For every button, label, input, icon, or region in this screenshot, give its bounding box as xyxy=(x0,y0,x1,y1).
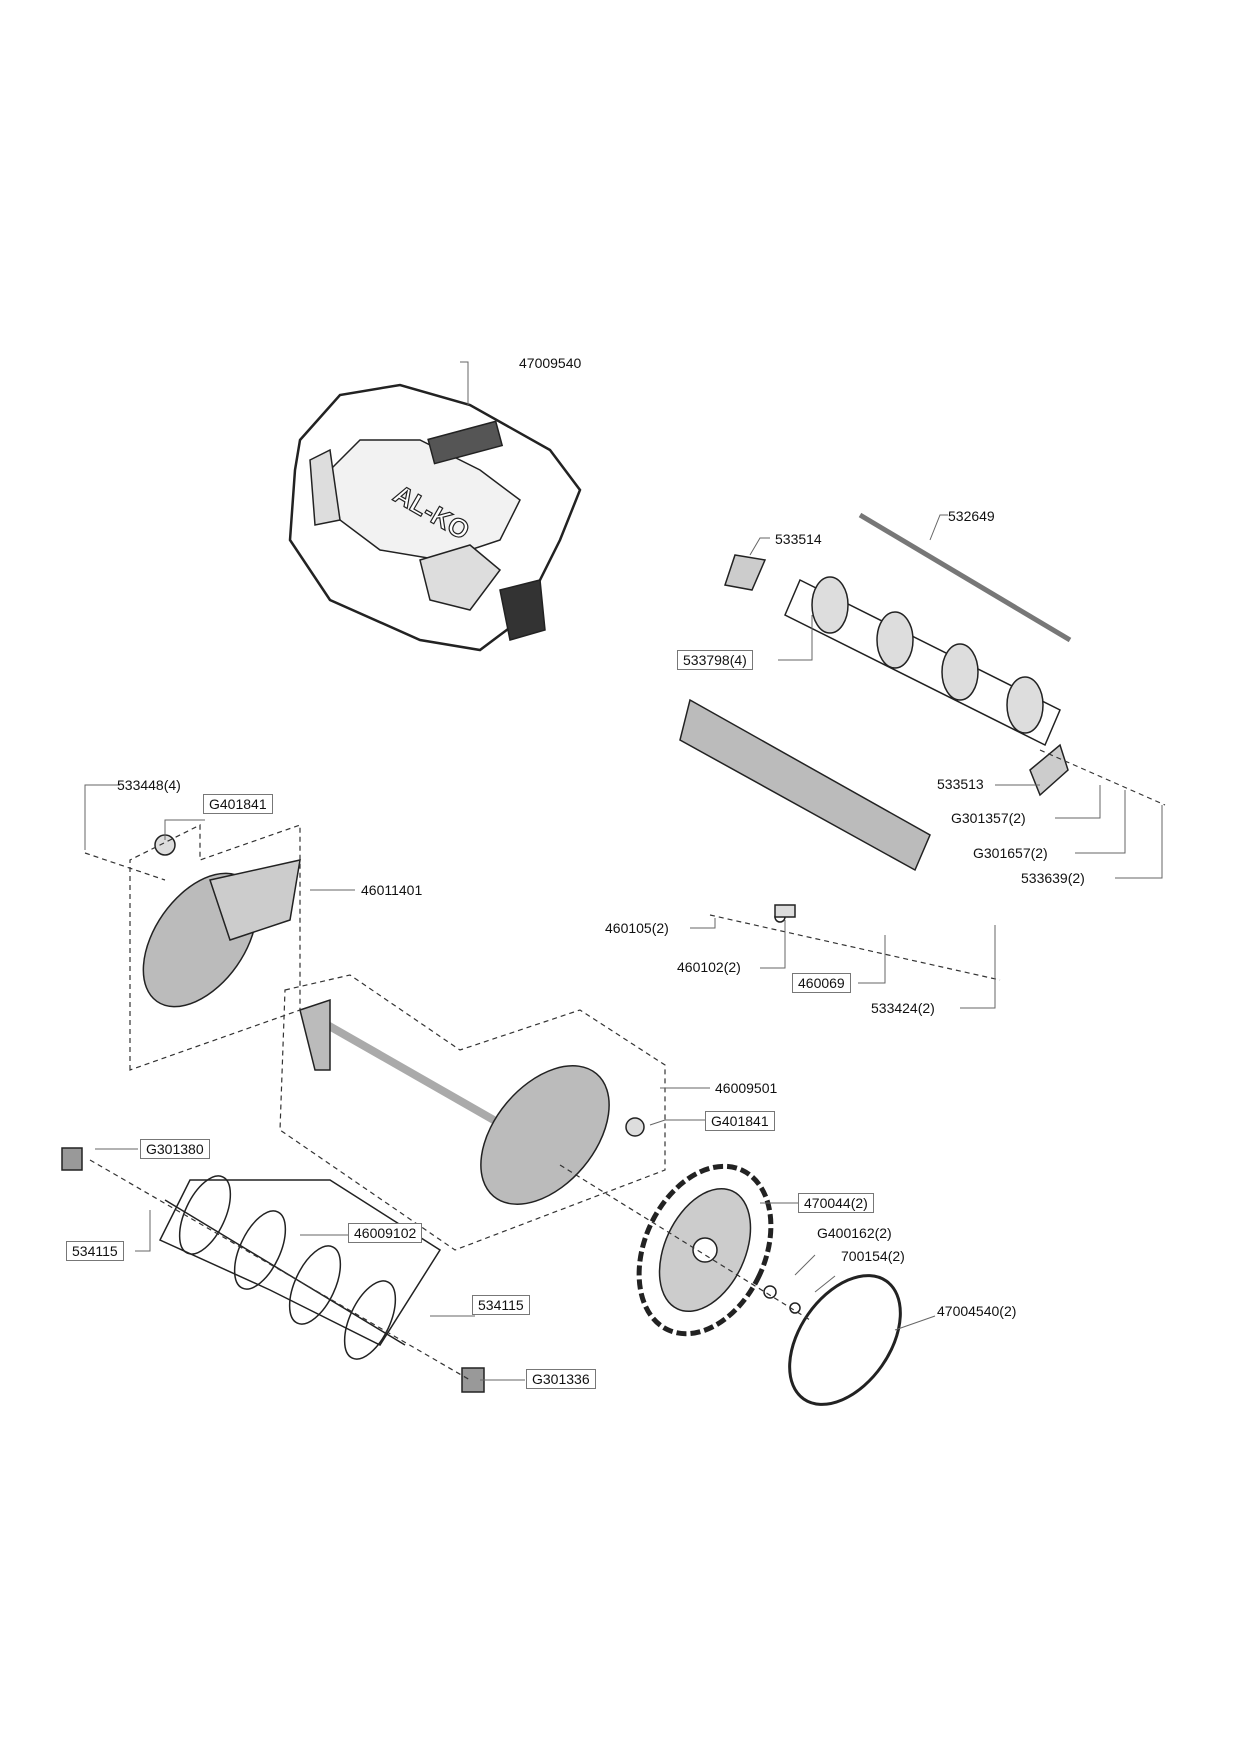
label-nut: 460105(2) xyxy=(605,920,669,936)
frame-right-part xyxy=(299,998,645,1205)
label-screw-blade: 533424(2) xyxy=(871,1000,935,1016)
scarifier-roller-part xyxy=(724,554,1069,797)
housing-part: AL-KO xyxy=(288,383,582,652)
label-circlip: 700154(2) xyxy=(841,1248,905,1264)
cutting-cylinder-part xyxy=(158,1175,442,1360)
label-wheel: 470044(2) xyxy=(798,1193,874,1213)
label-washer: G400162(2) xyxy=(817,1225,892,1241)
label-bracket-right: 533513 xyxy=(937,776,984,792)
label-bracket-left: 533514 xyxy=(775,531,822,547)
label-bottom-blade: 460069 xyxy=(792,973,851,993)
label-pinion-left: G301380 xyxy=(140,1139,210,1159)
label-spring-right: G301357(2) xyxy=(951,810,1026,826)
spring-part xyxy=(774,904,796,918)
label-bearing-left: G401841 xyxy=(203,794,273,814)
label-scarifier-rollers: 533798(4) xyxy=(677,650,753,670)
axle-rod-part xyxy=(858,512,1072,643)
label-cutting-cylinder: 46009102 xyxy=(348,1223,423,1243)
hubcap-part xyxy=(788,1274,902,1406)
label-bearing-right: G401841 xyxy=(705,1111,775,1131)
label-screw-side: 533448(4) xyxy=(117,777,181,793)
bottom-blade-part xyxy=(679,698,931,872)
label-key-right: 534115 xyxy=(472,1295,530,1315)
label-frame-right: 46009501 xyxy=(715,1080,778,1096)
wheel-part xyxy=(636,1163,801,1337)
label-screw-right: 533639(2) xyxy=(1021,870,1085,886)
side-plate-left-part xyxy=(142,834,301,1008)
label-housing: 47009540 xyxy=(519,355,582,371)
label-key-left: 534115 xyxy=(66,1241,124,1261)
label-axle-rod: 532649 xyxy=(948,508,995,524)
label-sleeve-right: G301657(2) xyxy=(973,845,1048,861)
label-spring-blade: 460102(2) xyxy=(677,959,741,975)
label-side-plate-left: 46011401 xyxy=(361,882,423,898)
pinion-left-part xyxy=(61,1147,83,1171)
label-pinion-right: G301336 xyxy=(526,1369,596,1389)
label-hubcap: 47004540(2) xyxy=(937,1303,1017,1319)
